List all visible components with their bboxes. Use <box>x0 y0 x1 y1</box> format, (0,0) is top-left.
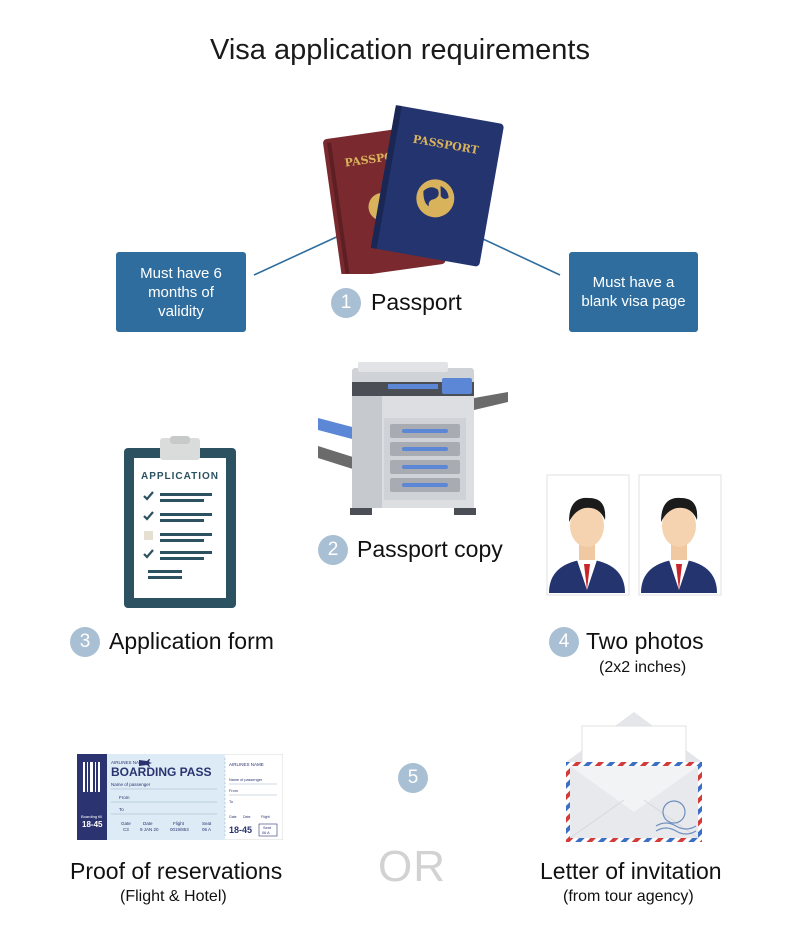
envelope-icon <box>566 712 702 842</box>
svg-text:From: From <box>119 795 130 800</box>
or-text: OR <box>378 842 446 891</box>
label-two-photos: Two photos <box>586 628 704 654</box>
svg-text:Boarding till: Boarding till <box>81 814 102 819</box>
sublabel-photo-size: (2x2 inches) <box>599 659 687 676</box>
photos-icon <box>546 474 722 596</box>
passport-icon: PASSPORT PASSPORT <box>323 105 504 274</box>
svg-text:Date: Date <box>243 815 250 819</box>
svg-text:Name of passenger: Name of passenger <box>111 782 151 787</box>
clipboard-icon: APPLICATION <box>124 436 236 608</box>
svg-text:Seat: Seat <box>263 826 272 830</box>
label-application-form: Application form <box>109 628 274 654</box>
svg-text:To: To <box>119 807 124 812</box>
number-badge-5: 5 <box>398 763 428 793</box>
svg-text:Flight: Flight <box>173 821 185 826</box>
label-passport-copy: Passport copy <box>357 536 503 562</box>
svg-text:Gate: Gate <box>121 821 131 826</box>
boarding-pass-icon: Boarding till 18-45 AIRLINES NAME BOARDI… <box>77 754 283 840</box>
note-blank-page: Must have a blank visa page <box>569 252 698 332</box>
svg-text:BOARDING PASS: BOARDING PASS <box>111 765 211 779</box>
svg-text:Date: Date <box>143 821 153 826</box>
svg-text:9 JAN 20: 9 JAN 20 <box>140 827 159 832</box>
number-badge-2: 2 <box>318 535 348 565</box>
sublabel-tour-agency: (from tour agency) <box>563 888 694 905</box>
number-badge-4: 4 <box>549 627 579 657</box>
copier-icon <box>318 362 508 515</box>
portrait-photo-icon <box>546 474 630 596</box>
note-validity: Must have 6 months of validity <box>116 252 246 332</box>
page-title: Visa application requirements <box>210 34 590 66</box>
svg-text:06 A: 06 A <box>202 827 211 832</box>
svg-text:AIRLINES NAME: AIRLINES NAME <box>111 760 146 765</box>
number-badge-1: 1 <box>331 288 361 318</box>
svg-text:APPLICATION: APPLICATION <box>141 471 219 482</box>
svg-text:C3: C3 <box>123 827 129 832</box>
portrait-photo-icon <box>638 474 722 596</box>
svg-text:To: To <box>229 800 233 804</box>
svg-text:Name of passenger: Name of passenger <box>229 778 263 782</box>
svg-text:AIRLINES NAME: AIRLINES NAME <box>229 762 264 767</box>
svg-text:18-45: 18-45 <box>82 820 103 829</box>
label-letter-of-invitation: Letter of invitation <box>540 858 722 884</box>
sublabel-flight-hotel: (Flight & Hotel) <box>120 888 227 905</box>
svg-text:18-45: 18-45 <box>229 825 252 835</box>
svg-text:Gate: Gate <box>229 815 237 819</box>
label-proof-of-reservations: Proof of reservations <box>70 858 283 884</box>
svg-text:0019/853: 0019/853 <box>170 827 189 832</box>
svg-text:Flight: Flight <box>261 815 270 819</box>
label-passport: Passport <box>371 289 462 315</box>
number-badge-3: 3 <box>70 627 100 657</box>
svg-text:Seat: Seat <box>202 821 212 826</box>
svg-text:06 A: 06 A <box>262 831 270 835</box>
svg-text:From: From <box>229 789 238 793</box>
